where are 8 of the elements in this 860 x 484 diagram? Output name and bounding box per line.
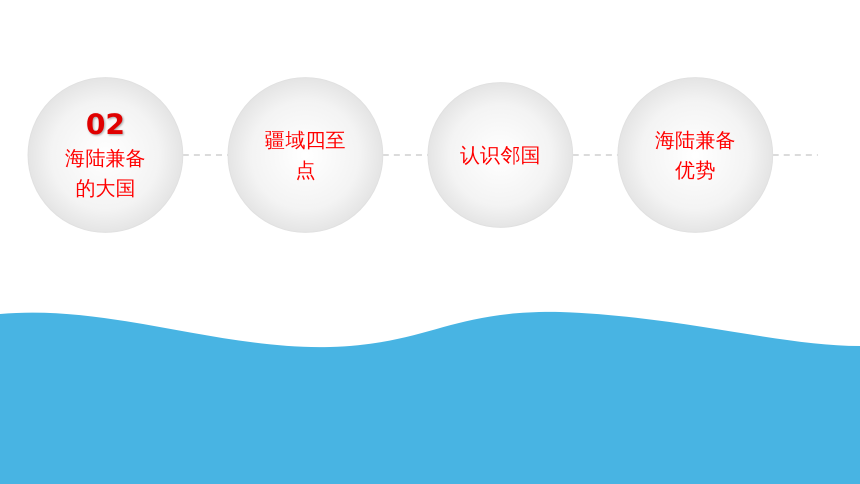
connector [382, 154, 428, 156]
node-label: 认识邻国 [460, 142, 541, 170]
node-label: 海陆兼备优势 [654, 126, 736, 184]
connector [182, 154, 228, 156]
connector [572, 154, 618, 156]
connector [772, 154, 818, 156]
node-label: 02 海陆兼备的大国 [64, 106, 147, 202]
node-label: 疆域四至点 [264, 126, 347, 184]
